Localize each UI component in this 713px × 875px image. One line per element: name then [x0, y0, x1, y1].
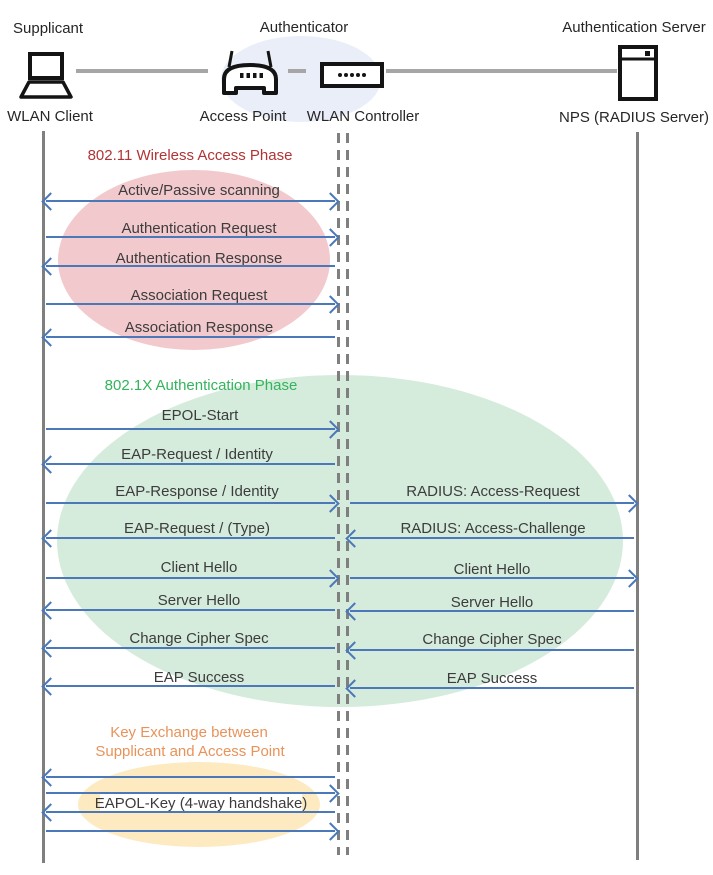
- role-authenticator: Authenticator: [259, 19, 349, 36]
- phase1-title: 802.11 Wireless Access Phase: [87, 147, 293, 164]
- connector-line: [76, 69, 208, 73]
- message-label-eapol-key: EAPOL-Key (4-way handshake): [94, 795, 308, 812]
- arrow-eap-response-identity-right: [46, 494, 340, 513]
- message-label-server-hello-right: Server Hello: [450, 594, 534, 611]
- wlan-controller-icon: [320, 62, 384, 88]
- message-label-eap-success-left: EAP Success: [153, 669, 245, 686]
- message-label-association-response: Association Response: [124, 319, 274, 336]
- message-label-association-request: Association Request: [130, 287, 268, 304]
- arrow-server-hello-right-left: [345, 602, 634, 621]
- authenticator-lifeline-right: [346, 133, 349, 855]
- arrow-server-hello-left-left: [41, 601, 335, 620]
- message-label-epol-start: EPOL-Start: [161, 407, 239, 424]
- arrow-client-hello-left-right: [46, 569, 340, 588]
- message-label-eap-response-identity: EAP-Response / Identity: [115, 483, 279, 500]
- phase2-ellipse: [57, 375, 623, 707]
- arrow-eap-success-right-left: [345, 679, 634, 698]
- message-label-client-hello-right: Client Hello: [453, 561, 531, 578]
- node-access-point: Access Point: [199, 108, 287, 125]
- laptop-icon: [19, 52, 73, 99]
- connector-line: [288, 69, 306, 73]
- phase3-title-line1: Key Exchange between: [110, 724, 268, 741]
- arrow-eapol-key-4-right: [46, 822, 340, 841]
- arrow-epol-start-right: [46, 420, 340, 439]
- message-label-authentication-request: Authentication Request: [121, 220, 277, 237]
- phase3-title-line2: Supplicant and Access Point: [95, 743, 285, 760]
- arrow-client-hello-right-right: [350, 569, 639, 588]
- arrow-eapol-key-2-right: [46, 784, 340, 803]
- message-label-radius-access-request: RADIUS: Access-Request: [406, 483, 580, 500]
- arrow-radius-access-challenge-left: [345, 529, 634, 548]
- node-wlan-controller: WLAN Controller: [306, 108, 420, 125]
- arrow-association-response-left: [41, 328, 335, 347]
- message-label-scanning: Active/Passive scanning: [118, 182, 280, 199]
- message-label-change-cipher-right: Change Cipher Spec: [422, 631, 562, 648]
- arrow-change-cipher-left-left: [41, 639, 335, 658]
- arrow-eap-request-identity-left: [41, 455, 335, 474]
- arrow-association-request-right: [46, 295, 340, 314]
- message-label-radius-access-challenge: RADIUS: Access-Challenge: [400, 520, 586, 537]
- supplicant-lifeline: [42, 131, 45, 863]
- message-label-change-cipher-left: Change Cipher Spec: [129, 630, 269, 647]
- eapol-key-label-background: [100, 794, 302, 812]
- connector-line: [386, 69, 617, 73]
- message-label-eap-request-identity: EAP-Request / Identity: [121, 446, 273, 463]
- authenticator-lifeline-left: [337, 133, 340, 855]
- arrow-eapol-key-3-left: [41, 803, 335, 822]
- node-wlan-client: WLAN Client: [7, 108, 93, 125]
- message-label-authentication-response: Authentication Response: [115, 250, 283, 267]
- arrow-radius-access-request-right: [350, 494, 639, 513]
- message-label-server-hello-left: Server Hello: [157, 592, 241, 609]
- phase2-title: 802.1X Authentication Phase: [104, 377, 298, 394]
- arrow-eapol-key-1-left: [41, 768, 335, 787]
- access-point-icon: [222, 50, 278, 95]
- role-authentication-server: Authentication Server: [562, 19, 706, 36]
- node-nps-radius-server: NPS (RADIUS Server): [558, 109, 710, 126]
- server-icon: [618, 45, 658, 101]
- message-label-eap-request-type: EAP-Request / (Type): [124, 520, 270, 537]
- arrow-eap-success-left-left: [41, 677, 335, 696]
- message-label-client-hello-left: Client Hello: [160, 559, 238, 576]
- arrow-scanning-bidirectional: [41, 192, 340, 211]
- arrow-change-cipher-right-left: [345, 641, 634, 660]
- arrow-authentication-request-right: [46, 228, 340, 247]
- arrow-authentication-response-left: [41, 257, 335, 276]
- role-supplicant: Supplicant: [13, 20, 84, 37]
- arrow-eap-request-type-left: [41, 529, 335, 548]
- server-lifeline: [636, 132, 639, 860]
- message-label-eap-success-right: EAP Success: [446, 670, 538, 687]
